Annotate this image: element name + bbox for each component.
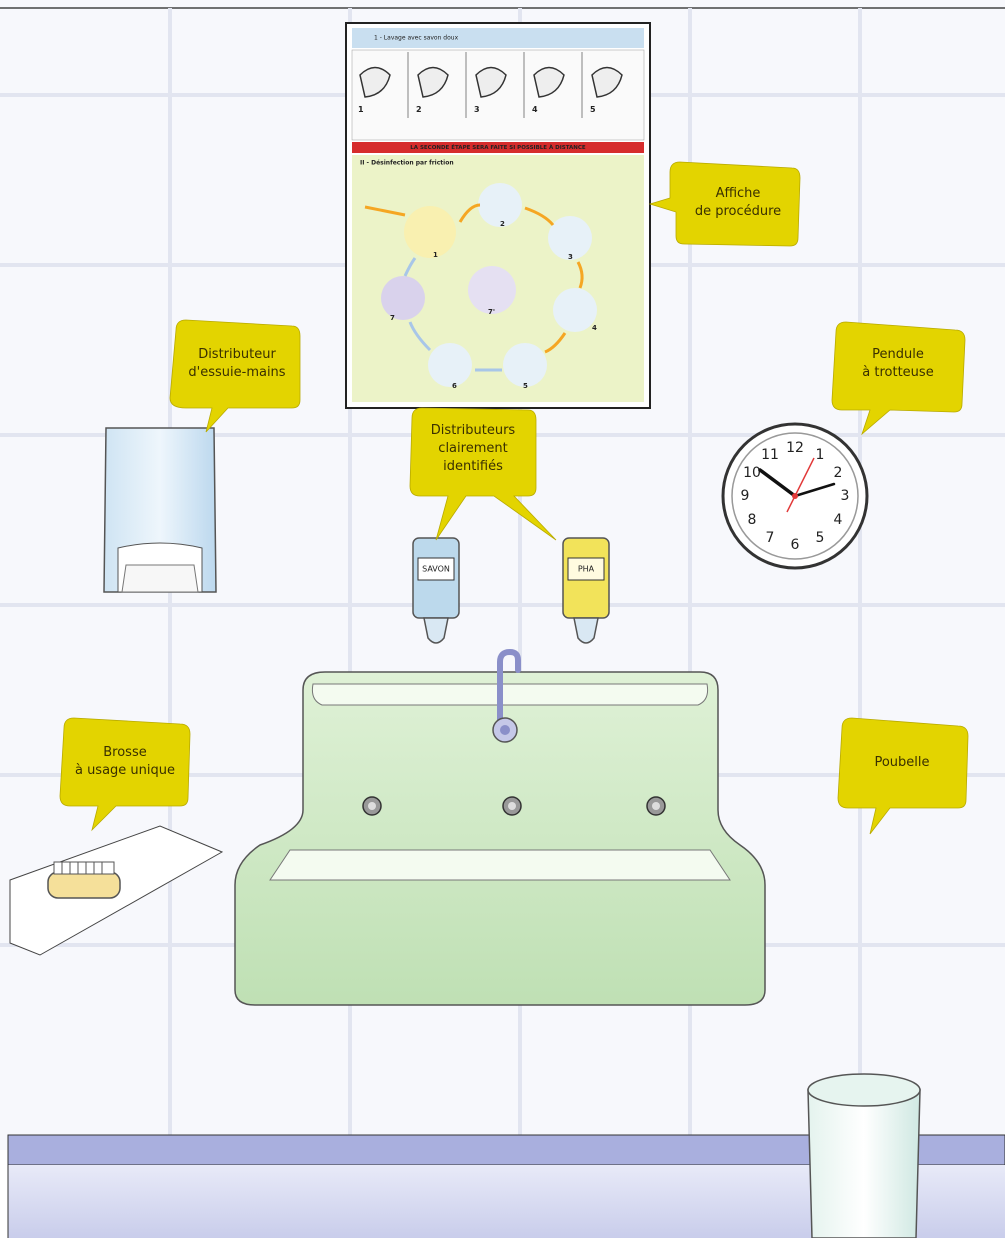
soap-label: SAVON	[422, 565, 450, 574]
clock-number-6: 6	[791, 537, 800, 553]
sha-label: PHA	[578, 565, 595, 574]
clock-number-3: 3	[841, 488, 850, 504]
faucet	[492, 648, 521, 743]
clock-number-5: 5	[816, 530, 825, 546]
waste-bin	[807, 1073, 921, 1238]
clock-number-9: 9	[741, 488, 750, 504]
poster-step-2: 2	[416, 105, 422, 114]
sink	[234, 648, 766, 1006]
callout-dispensers-line2: clairement	[438, 441, 507, 456]
cycle-step-5: 5	[523, 382, 528, 390]
callout-towel-line2: d'essuie-mains	[188, 365, 285, 380]
clock-number-10: 10	[743, 465, 761, 481]
clock-number-8: 8	[748, 512, 757, 528]
poster-section2-title: II - Désinfection par friction	[360, 160, 454, 167]
callout-clock-line2: à trotteuse	[862, 365, 933, 380]
procedure-poster: 1 - Lavage avec savon doux 1 2 3 4 5 LA …	[345, 22, 651, 409]
callout-dispensers-line1: Distributeurs	[431, 423, 516, 438]
clock-second-hand	[786, 457, 815, 513]
callout-poster-line2: de procédure	[695, 204, 781, 219]
cycle-step-4: 4	[592, 324, 597, 332]
callout-towel-line1: Distributeur	[198, 347, 276, 362]
wall-clock: 12 1 2 3 4 5 6 7 8 9 10 11	[721, 422, 869, 570]
callout-brush-line1: Brosse	[103, 745, 146, 760]
callout-bin-line1: Poubelle	[874, 755, 929, 770]
poster-top-steps	[359, 52, 623, 118]
callout-bin: Poubelle	[837, 717, 969, 835]
cycle-step-7-prime: 7'	[488, 308, 495, 316]
callout-clock: Pendule à trotteuse	[831, 321, 966, 436]
cycle-step-2: 2	[500, 220, 505, 228]
callout-dispensers-line3: identifiés	[443, 459, 503, 474]
clock-number-1: 1	[816, 447, 825, 463]
poster-step-5: 5	[590, 105, 596, 114]
callout-dispensers: Distributeurs clairement identifiés	[409, 407, 557, 541]
cycle-step-6: 6	[452, 382, 457, 390]
single-use-brush	[9, 825, 224, 956]
poster-step-1: 1	[358, 105, 364, 114]
poster-banner: LA SECONDE ÉTAPE SERA FAITE SI POSSIBLE …	[410, 143, 586, 151]
cycle-step-1: 1	[433, 251, 438, 259]
clock-number-12: 12	[786, 440, 804, 456]
poster-step-3: 3	[474, 105, 480, 114]
clock-hour-hand	[758, 468, 797, 498]
clock-number-7: 7	[766, 530, 775, 546]
poster-cycle	[364, 183, 597, 387]
soap-dispenser: SAVON	[412, 537, 460, 644]
callout-brush: Brosse à usage unique	[59, 717, 191, 832]
towel-dispenser	[103, 427, 217, 593]
callout-poster-line1: Affiche	[716, 186, 761, 201]
sha-dispenser: PHA	[562, 537, 610, 644]
poster-step-4: 4	[532, 105, 538, 114]
poster-section1-title: 1 - Lavage avec savon doux	[374, 35, 459, 42]
clock-number-2: 2	[834, 465, 843, 481]
callout-clock-line1: Pendule	[872, 347, 924, 362]
cycle-step-7: 7	[390, 314, 395, 322]
callout-brush-line2: à usage unique	[75, 763, 175, 778]
callout-towel: Distributeur d'essuie-mains	[169, 319, 301, 433]
callout-poster: Affiche de procédure	[648, 161, 801, 247]
clock-number-4: 4	[834, 512, 843, 528]
clock-number-11: 11	[761, 447, 779, 463]
cycle-step-3: 3	[568, 253, 573, 261]
clock-minute-hand	[793, 482, 836, 498]
